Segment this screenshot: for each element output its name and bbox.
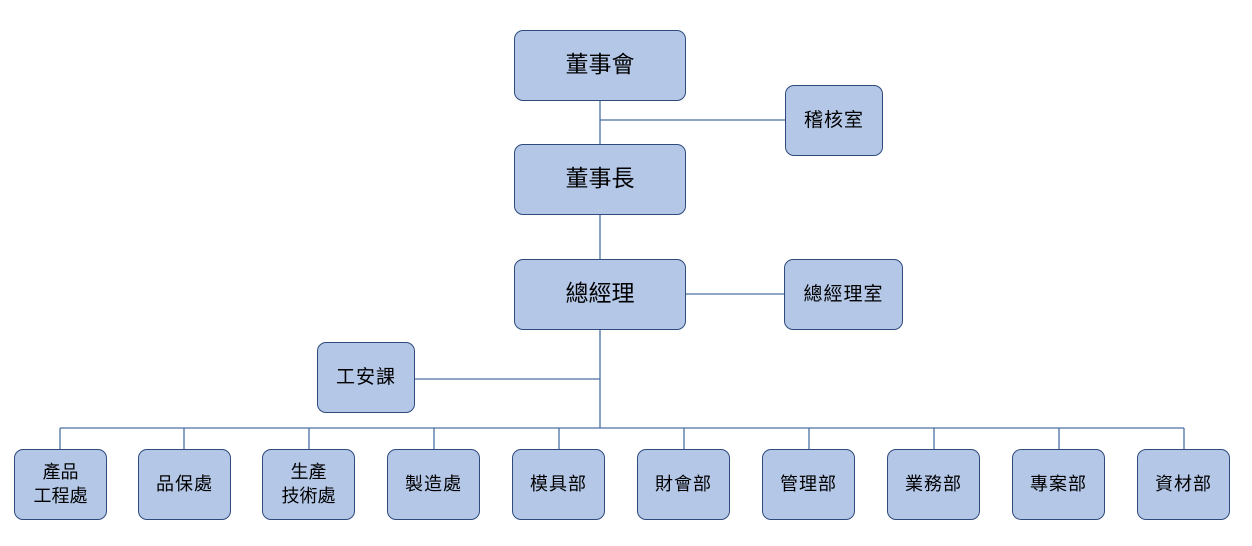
audit-office-label: 稽核室: [803, 109, 864, 132]
department-node-8: 業務部: [887, 449, 980, 520]
chairman-node: 董事長: [514, 144, 686, 215]
department-label: 管理部: [780, 473, 837, 495]
department-node-3: 生產 技術處: [262, 449, 355, 520]
department-label: 產品 工程處: [33, 462, 88, 507]
department-node-2: 品保處: [138, 449, 231, 520]
department-label: 財會部: [655, 473, 712, 495]
safety-section-label: 工安課: [335, 366, 396, 389]
department-node-5: 模具部: [512, 449, 605, 520]
department-label: 模具部: [530, 473, 587, 495]
department-node-1: 產品 工程處: [14, 449, 107, 520]
department-node-9: 專案部: [1012, 449, 1105, 520]
audit-office-node: 稽核室: [785, 85, 883, 156]
general-manager-label: 總經理: [565, 280, 635, 307]
department-node-4: 製造處: [387, 449, 480, 520]
board-node: 董事會: [514, 30, 686, 101]
department-node-10: 資材部: [1137, 449, 1230, 520]
chairman-label: 董事長: [565, 165, 635, 192]
department-node-7: 管理部: [762, 449, 855, 520]
gm-office-node: 總經理室: [784, 259, 903, 330]
department-label: 製造處: [405, 473, 462, 495]
gm-office-label: 總經理室: [803, 283, 884, 306]
department-label: 品保處: [156, 473, 213, 495]
board-label: 董事會: [565, 51, 635, 78]
department-label: 生產 技術處: [281, 462, 336, 507]
department-node-6: 財會部: [637, 449, 730, 520]
department-label: 業務部: [905, 473, 962, 495]
department-label: 資材部: [1155, 473, 1212, 495]
general-manager-node: 總經理: [514, 259, 686, 330]
department-label: 專案部: [1030, 473, 1087, 495]
safety-section-node: 工安課: [317, 342, 415, 413]
